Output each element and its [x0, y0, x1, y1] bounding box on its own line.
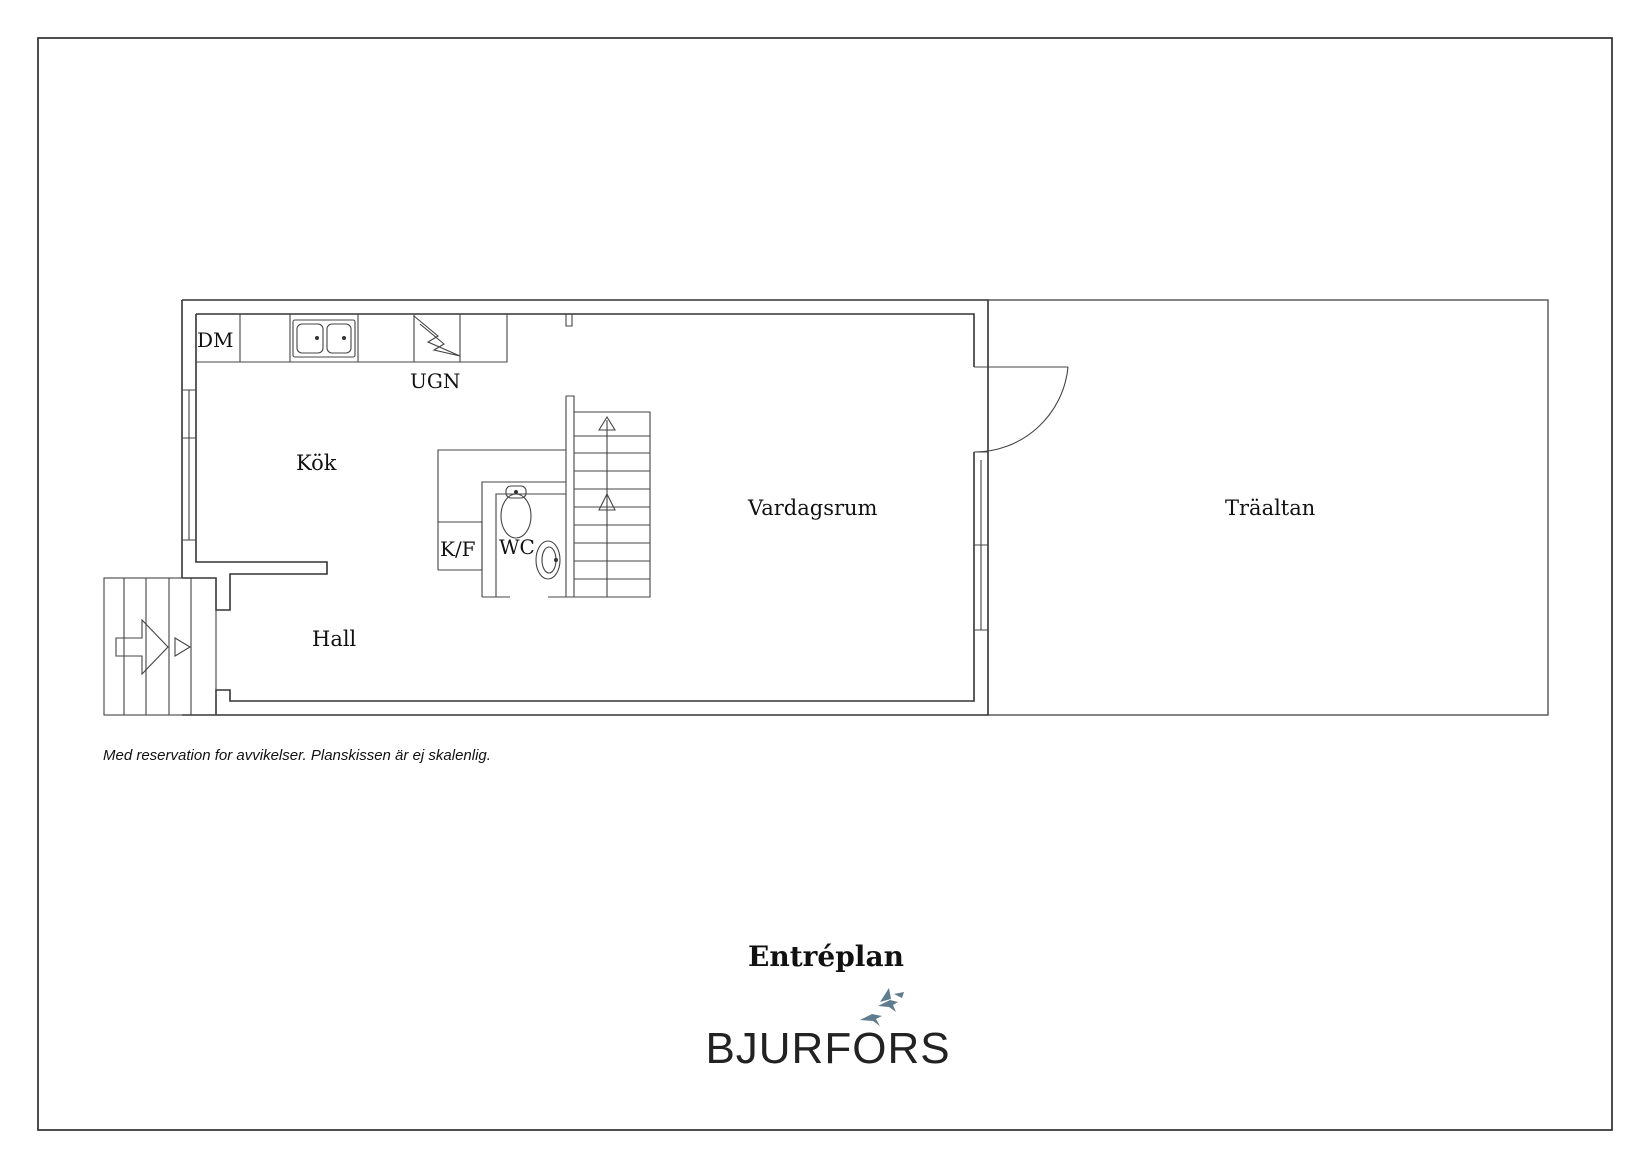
washbasin-icon	[535, 540, 561, 580]
kitchen-counter	[196, 314, 508, 363]
toilet-icon	[500, 485, 532, 539]
oven-icon	[413, 315, 461, 357]
sink-icon	[292, 319, 356, 358]
room-label-traaltan: Träaltan	[1225, 496, 1315, 520]
entrance-arrow-icon	[174, 637, 192, 657]
terrace-door	[973, 366, 1069, 453]
brand-name: BJURFORS	[705, 1024, 950, 1073]
room-label-hall: Hall	[312, 627, 357, 651]
living-window	[974, 451, 988, 631]
kf-label: K/F	[440, 537, 476, 561]
stair-arrow-icon	[598, 415, 616, 431]
disclaimer-text: Med reservation for avvikelser. Planskis…	[103, 747, 491, 764]
wc-block	[437, 449, 566, 598]
birds-logo-icon	[860, 988, 904, 1026]
dishwasher-label: DM	[197, 328, 234, 352]
room-label-vardagsrum: Vardagsrum	[747, 496, 878, 520]
page-frame	[37, 37, 1613, 1131]
stair-arrow-icon	[598, 492, 616, 511]
wc-label: WC	[499, 535, 535, 559]
room-label-kok: Kök	[296, 451, 337, 475]
entrance-steps	[103, 577, 217, 716]
entrance-arrow-icon	[115, 618, 169, 676]
oven-label: UGN	[410, 369, 460, 393]
terrace-outline	[987, 299, 1549, 716]
plan-title: Entréplan	[748, 940, 904, 973]
staircase	[565, 395, 651, 598]
